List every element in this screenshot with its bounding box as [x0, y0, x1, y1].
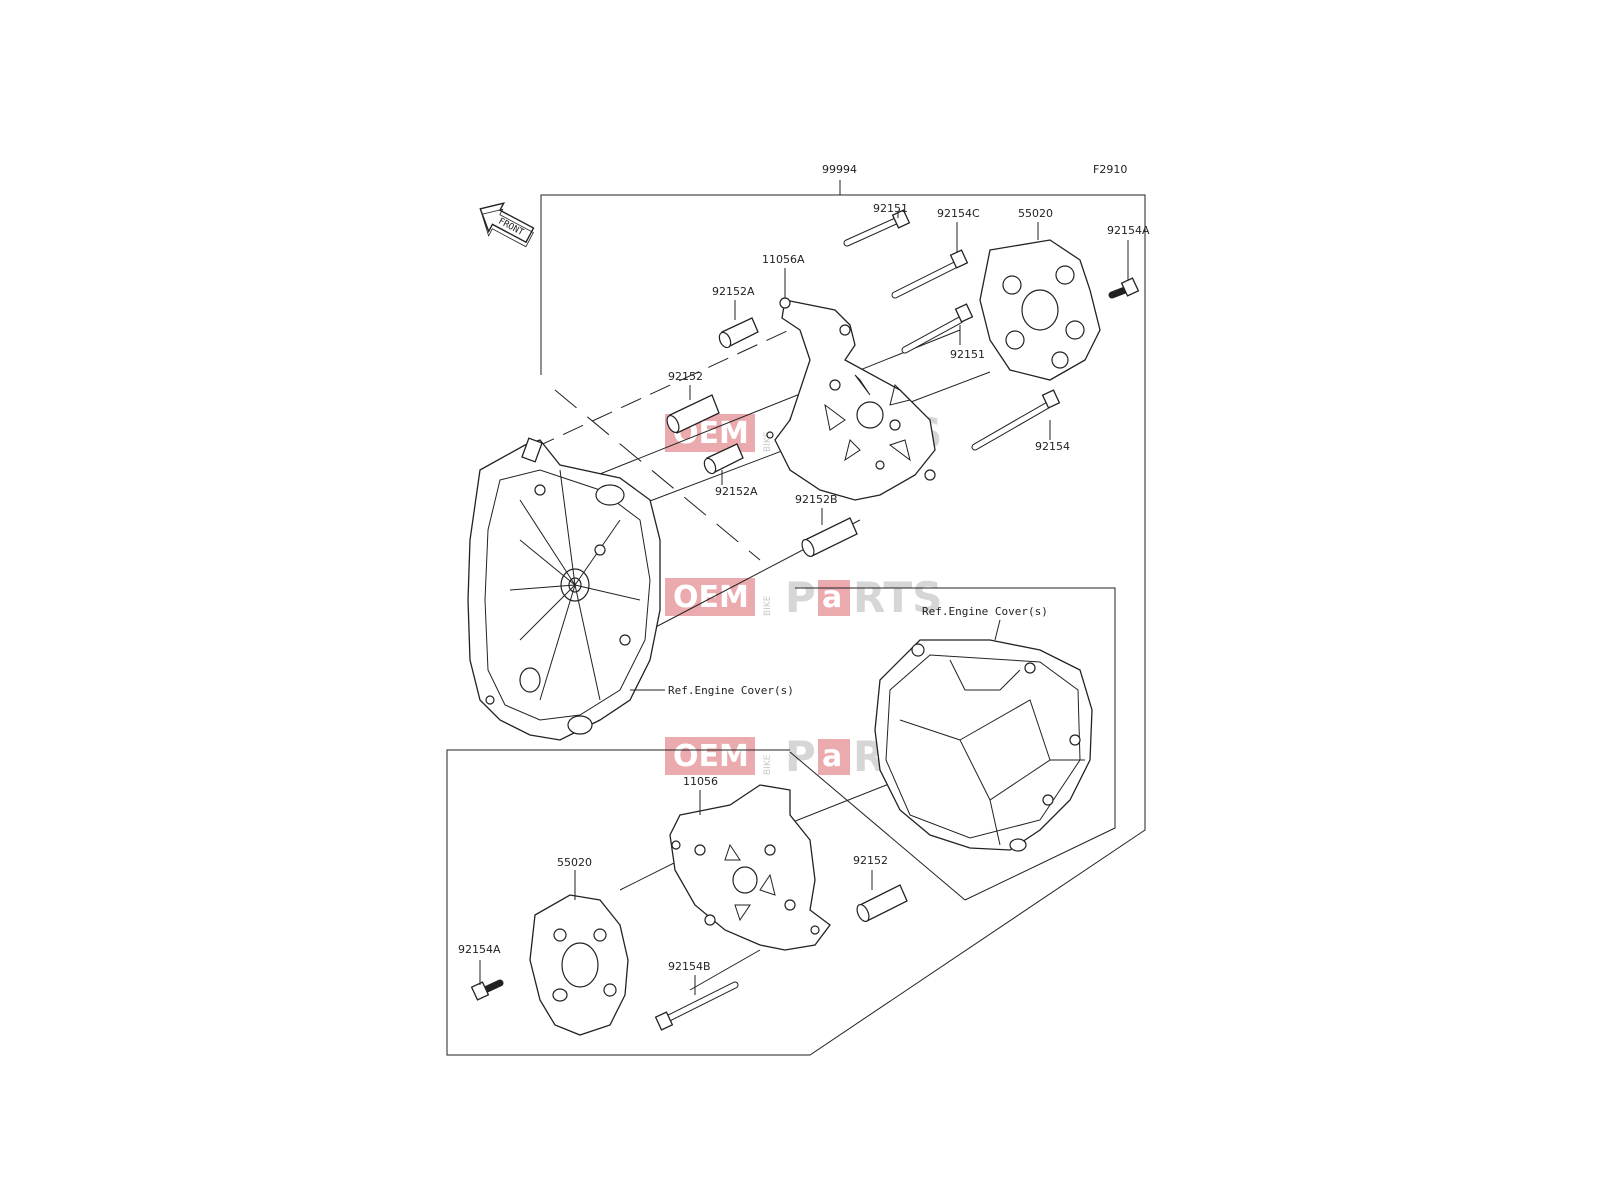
- label-92154C: 92154C: [937, 207, 980, 220]
- label-92152A-top: 92152A: [712, 285, 755, 298]
- watermark-oem-text: OEM: [673, 739, 749, 774]
- left-engine-cover-drawing: [467, 437, 661, 741]
- ref-cover-outline-diag: [789, 751, 966, 901]
- bolt-92154A-bottom-drawing: [470, 979, 504, 1001]
- assembly-bracket-outline: [446, 194, 1146, 1056]
- label-92154A-top: 92154A: [1107, 224, 1150, 237]
- watermark-rts-text: RTS: [853, 573, 942, 622]
- bolt-92154B-drawing: [654, 981, 739, 1031]
- spacer-92152A-top-drawing: [718, 317, 759, 349]
- watermark-bike-text: BIKE: [763, 754, 773, 775]
- right-engine-cover-drawing: [874, 639, 1093, 852]
- watermark-bike-text: BIKE: [763, 431, 773, 452]
- label-92154A-bottom: 92154A: [458, 943, 501, 956]
- label-92151-mid: 92151: [950, 348, 985, 361]
- label-55020-top: 55020: [1018, 207, 1053, 220]
- plate-11056-drawing: [669, 784, 831, 951]
- label-ref-engine-cover-left: Ref.Engine Cover(s): [668, 684, 794, 697]
- slider-55020-top-drawing: [979, 239, 1101, 381]
- plate-11056A-drawing: [766, 297, 936, 501]
- slider-55020-bottom-drawing: [529, 894, 629, 1036]
- bolt-92154A-top-drawing: [1108, 277, 1140, 299]
- label-11056: 11056: [683, 775, 718, 788]
- label-55020-bottom: 55020: [557, 856, 592, 869]
- bolt-92151-mid-drawing: [901, 303, 974, 354]
- watermark-a-text: a: [822, 739, 842, 774]
- bolt-92151-top-drawing: [843, 209, 911, 247]
- label-92152-top: 92152: [668, 370, 703, 383]
- bolt-92154-drawing: [971, 389, 1061, 451]
- leader-lines: [479, 213, 1129, 995]
- front-arrow-icon: FRONT: [479, 202, 535, 248]
- label-99994: 99994: [822, 163, 857, 176]
- spacer-92152-top-drawing: [666, 394, 720, 434]
- label-11056A: 11056A: [762, 253, 805, 266]
- watermark-p-text: P: [785, 732, 816, 781]
- bolt-92154C-drawing: [891, 249, 969, 299]
- label-92152B: 92152B: [795, 493, 838, 506]
- label-92152A-mid: 92152A: [715, 485, 758, 498]
- label-92154B: 92154B: [668, 960, 711, 973]
- spacer-92152B-drawing: [801, 517, 858, 558]
- watermark-middle: OEM BIKE P a RTS: [665, 573, 942, 622]
- diagram-code: F2910: [1093, 163, 1127, 176]
- label-92151-top: 92151: [873, 202, 908, 215]
- watermark-p-text: P: [785, 573, 816, 622]
- label-92154: 92154: [1035, 440, 1070, 453]
- watermark-bike-text: BIKE: [763, 595, 773, 616]
- label-ref-engine-cover-right: Ref.Engine Cover(s): [922, 605, 1048, 618]
- spacer-92152-bottom-drawing: [856, 884, 908, 923]
- spacer-92152A-mid-drawing: [703, 443, 744, 475]
- label-92152-bottom: 92152: [853, 854, 888, 867]
- watermark-oem-text: OEM: [673, 580, 749, 615]
- watermark-a-text: a: [822, 580, 842, 615]
- ref-cover-outline: [795, 587, 1116, 901]
